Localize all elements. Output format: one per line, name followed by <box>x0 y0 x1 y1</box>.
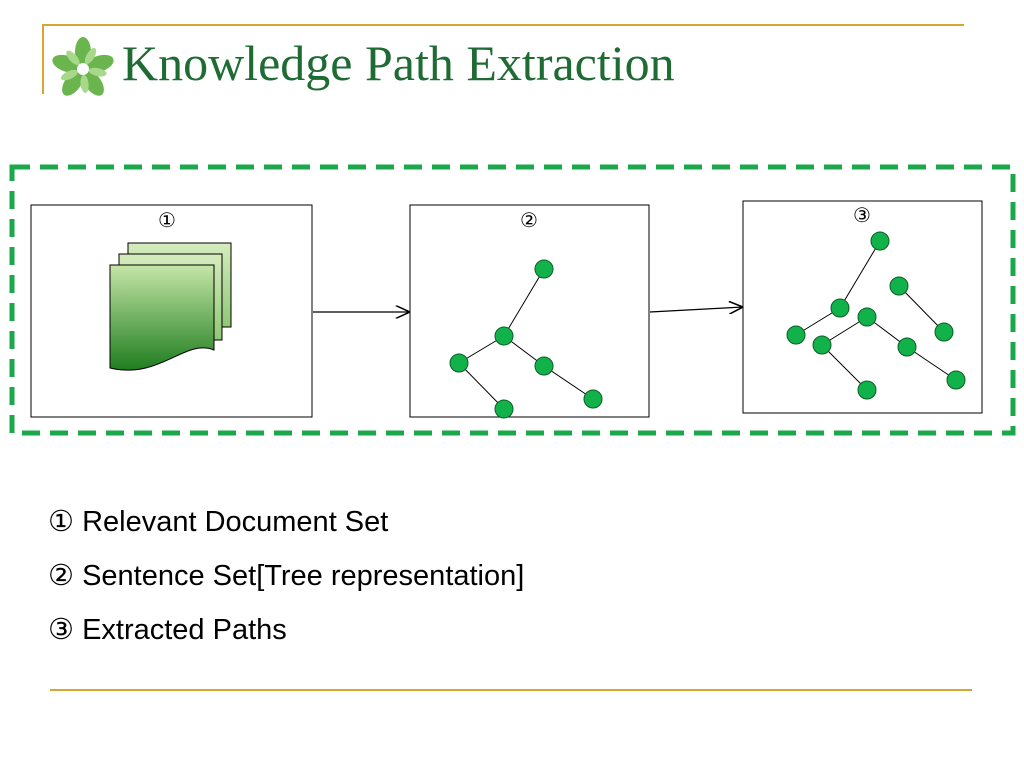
legend-item-documents: ① Relevant Document Set <box>48 500 524 554</box>
legend-text: Relevant Document Set <box>82 506 389 538</box>
dashed-frame <box>9 164 1016 436</box>
legend-marker: ③ <box>48 614 74 646</box>
path-node <box>857 307 877 327</box>
legend: ① Relevant Document Set ② Sentence Set[T… <box>48 500 524 662</box>
document-stack-icon <box>109 242 232 371</box>
legend-text: Extracted Paths <box>82 614 287 646</box>
panel-documents: ① <box>30 204 313 418</box>
path-node <box>830 298 850 318</box>
pinwheel-flower-icon <box>52 37 114 96</box>
panel-extracted-paths: ③ <box>742 200 983 414</box>
panel-2-marker: ② <box>520 208 538 232</box>
tree-node <box>583 389 603 409</box>
path-node <box>870 231 890 251</box>
path-node <box>889 276 909 296</box>
tree-node <box>494 326 514 346</box>
tree-node <box>449 353 469 373</box>
left-rule <box>42 24 44 94</box>
path-node <box>897 337 917 357</box>
path-node <box>812 335 832 355</box>
path-node <box>946 370 966 390</box>
top-rule <box>42 24 964 26</box>
legend-item-sentences: ② Sentence Set[Tree representation] <box>48 554 524 608</box>
legend-text: Sentence Set[Tree representation] <box>82 560 525 592</box>
tree-node <box>534 259 554 279</box>
path-node <box>934 322 954 342</box>
panel-3-marker: ③ <box>853 203 871 227</box>
tree-node <box>494 399 514 419</box>
path-node <box>857 380 877 400</box>
path-node <box>786 325 806 345</box>
arrow-2 <box>649 307 743 312</box>
panel-1-marker: ① <box>158 208 176 232</box>
page-title: Knowledge Path Extraction <box>122 35 675 91</box>
legend-marker: ② <box>48 560 74 592</box>
bottom-rule <box>50 689 972 691</box>
legend-marker: ① <box>48 506 74 538</box>
panel-sentence-trees: ② <box>409 204 650 419</box>
tree-node <box>534 356 554 376</box>
legend-item-paths: ③ Extracted Paths <box>48 608 524 662</box>
